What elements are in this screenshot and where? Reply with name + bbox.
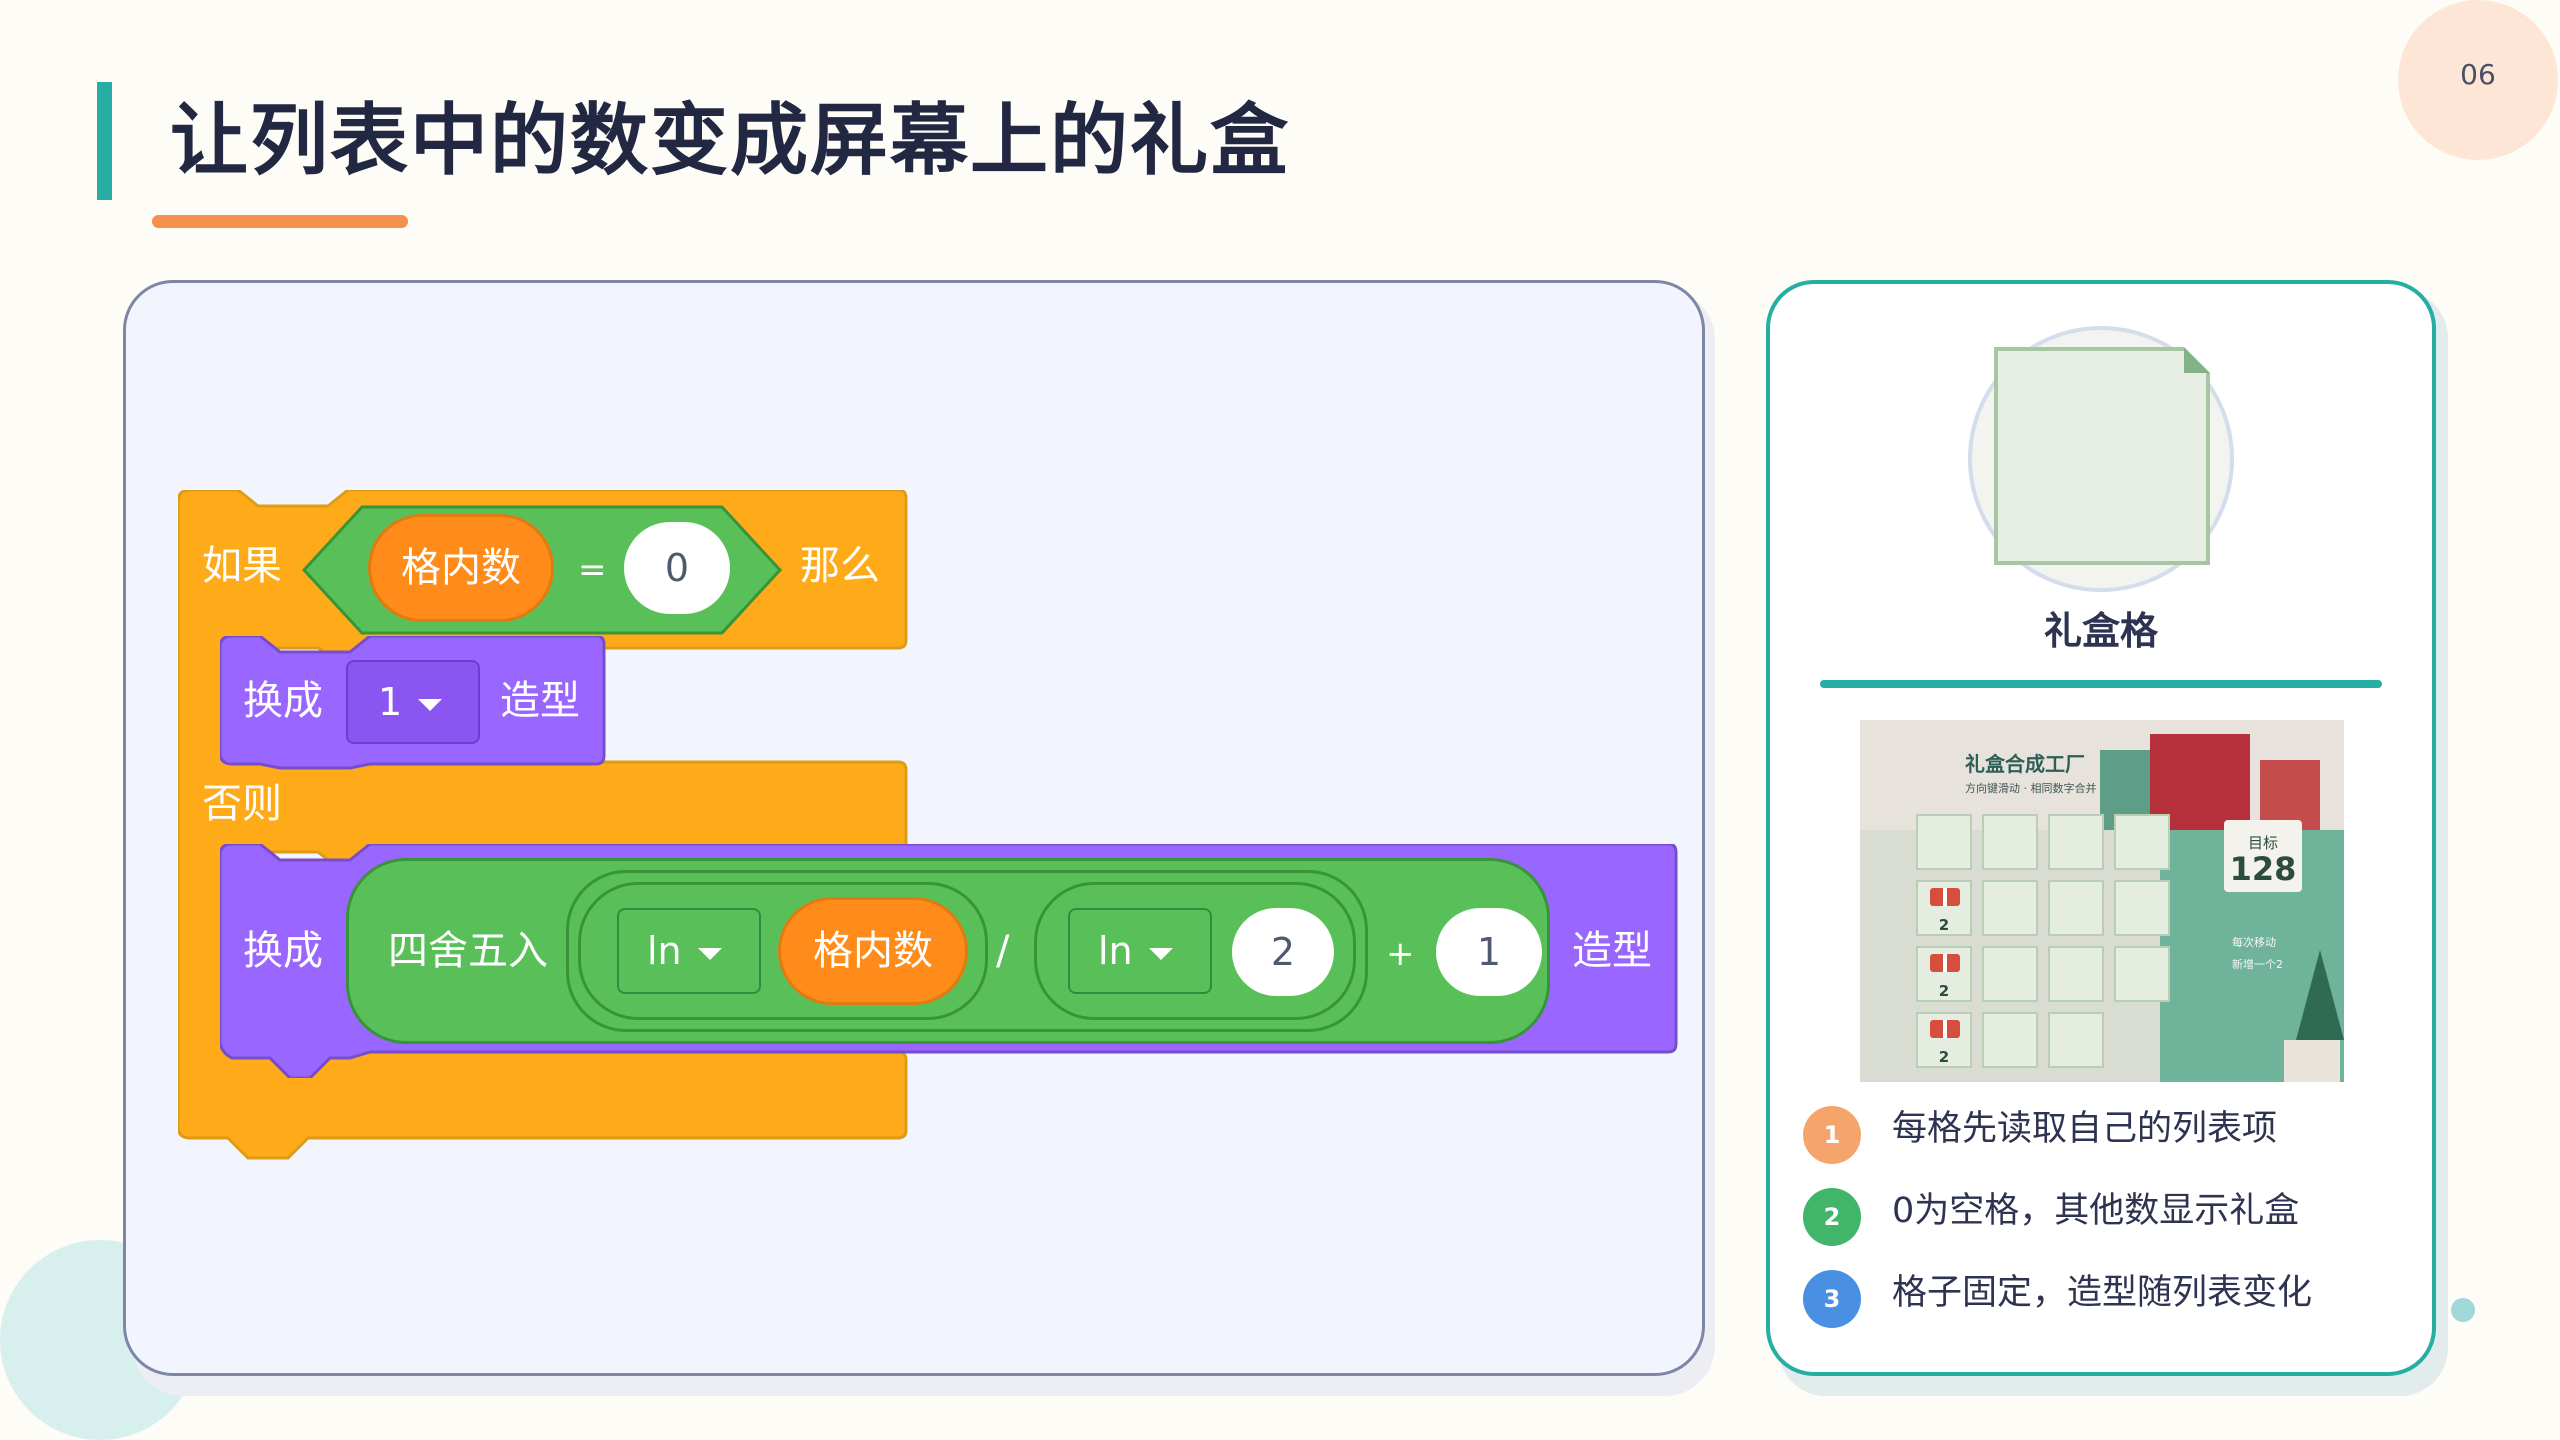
then-label: 那么: [800, 543, 880, 589]
gift-icon: [1930, 1020, 1960, 1038]
game-subtitle: 方向键滑动 · 相同数字合并: [1965, 782, 2097, 795]
switch-label-2: 换成: [243, 928, 323, 974]
gift-icon: [1930, 888, 1960, 906]
tile-fold-corner: [2184, 347, 2210, 373]
preview-caption: 礼盒格: [2043, 609, 2158, 653]
title-accent-bar: [97, 82, 112, 200]
grid-cell: [1982, 1012, 2038, 1068]
grid-cell-gift: 2: [1916, 1012, 1972, 1068]
grid-cell-gift: 2: [1916, 880, 1972, 936]
grid-cell: [2048, 814, 2104, 870]
grid-cell: [2114, 880, 2170, 936]
grid-cell: [2114, 814, 2170, 870]
else-label: 否则: [202, 781, 282, 827]
grid-cell: [1982, 814, 2038, 870]
gift-cell-preview: [1994, 347, 2210, 565]
game-note: 每次移动: [2232, 936, 2276, 949]
page-number: 06: [2460, 58, 2496, 91]
chevron-down-icon: [697, 947, 722, 960]
math-function-dropdown-2[interactable]: ln: [1068, 908, 1212, 994]
grid-cell: [2114, 946, 2170, 1002]
costume-label-2: 造型: [1572, 928, 1652, 974]
gift-icon: [1930, 954, 1960, 972]
title-underline: [152, 215, 408, 228]
chevron-down-icon: [1148, 947, 1173, 960]
grid-cell: [1916, 814, 1972, 870]
grid-cell-gift: 2: [1916, 946, 1972, 1002]
decorative-dot: [2451, 1298, 2475, 1322]
chevron-down-icon: [418, 698, 443, 711]
step-badge-2: 2: [1803, 1188, 1861, 1246]
costume-dropdown-1[interactable]: 1: [346, 660, 480, 744]
game-screenshot: 礼盒合成工厂 方向键滑动 · 相同数字合并 2 2 2 目标 128 每次移动 …: [1860, 720, 2344, 1082]
step-badge-1: 1: [1803, 1106, 1861, 1164]
step-text-1: 每格先读取自己的列表项: [1892, 1109, 2278, 1149]
divide-sign: /: [996, 928, 1010, 974]
game-title: 礼盒合成工厂: [1965, 752, 2085, 776]
gift-stack-illustration: [2284, 1040, 2340, 1082]
page-number-badge: [2398, 0, 2558, 160]
tree-illustration: [2296, 950, 2344, 1040]
variable-name: 格内数: [401, 545, 521, 591]
costume-label-1: 造型: [500, 678, 580, 724]
switch-label-1: 换成: [243, 678, 323, 724]
grid-cell: [2048, 946, 2104, 1002]
plus-sign: +: [1386, 934, 1415, 974]
if-label: 如果: [202, 543, 282, 589]
equals-sign: =: [578, 550, 607, 590]
game-grid: 2 2 2: [1916, 814, 2184, 1082]
variable-reporter[interactable]: 格内数: [368, 514, 554, 622]
math-function-dropdown-1[interactable]: ln: [617, 908, 761, 994]
round-label: 四舍五入: [388, 928, 548, 974]
add-input[interactable]: 1: [1436, 908, 1542, 996]
step-text-2: 0为空格，其他数显示礼盒: [1892, 1191, 2300, 1231]
grid-cell: [1982, 946, 2038, 1002]
page-title: 让列表中的数变成屏幕上的礼盒: [170, 96, 1291, 186]
grid-cell: [2048, 1012, 2104, 1068]
step-badge-3: 3: [1803, 1270, 1861, 1328]
compare-input[interactable]: 0: [624, 522, 730, 614]
target-value: 128: [2229, 850, 2297, 888]
step-text-3: 格子固定，造型随列表变化: [1892, 1273, 2313, 1313]
target-label: 目标: [2247, 834, 2278, 852]
caption-divider: [1820, 680, 2382, 688]
house-illustration: [2260, 760, 2320, 830]
game-note: 新增一个2: [2232, 958, 2283, 971]
grid-cell: [1982, 880, 2038, 936]
ln-input[interactable]: 2: [1232, 908, 1334, 996]
target-panel: [2224, 820, 2302, 892]
variable-reporter-2[interactable]: 格内数: [778, 897, 968, 1005]
grid-cell: [2048, 880, 2104, 936]
